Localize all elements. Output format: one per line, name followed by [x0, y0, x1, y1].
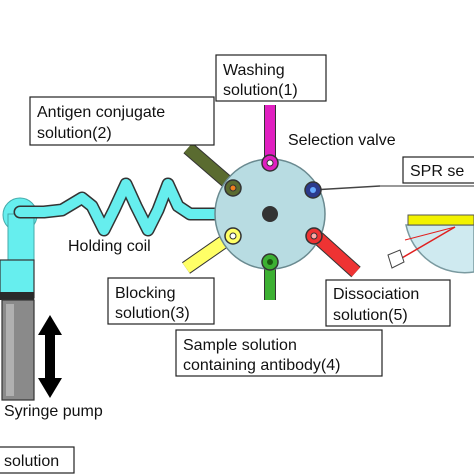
svg-text:solution(2): solution(2): [37, 125, 112, 142]
label-washing: Washing solution(1): [215, 54, 327, 102]
label-sample: Sample solution containing antibody(4): [175, 329, 383, 377]
svg-text:solution(5): solution(5): [333, 307, 408, 324]
svg-text:Sample solution: Sample solution: [183, 337, 297, 354]
spr-light-ray: [394, 226, 456, 263]
spr-detector: [380, 185, 474, 274]
svg-text:solution(1): solution(1): [223, 82, 298, 99]
label-antigen: Antigen conjugate solution(2): [29, 96, 215, 146]
svg-text:solution(3): solution(3): [115, 305, 190, 322]
svg-text:containing antibody(4): containing antibody(4): [183, 357, 340, 374]
syringe-pump: [0, 197, 38, 401]
holding-coil: [13, 177, 277, 237]
spr-sensor-chip: [407, 214, 474, 226]
valve-center: [262, 206, 278, 222]
selection-valve: [214, 154, 326, 271]
svg-text:SPR se: SPR se: [410, 163, 464, 180]
label-selection-valve: Selection valve: [288, 132, 396, 149]
pump-direction-arrow: [38, 315, 62, 398]
label-spr: SPR se: [402, 156, 474, 184]
label-syringe-pump: Syringe pump: [4, 403, 103, 420]
spr-light-source: [387, 249, 405, 269]
svg-text:solution: solution: [4, 453, 59, 470]
label-blocking: Blocking solution(3): [107, 277, 215, 325]
svg-text:Washing: Washing: [223, 62, 285, 79]
spr-tube: [311, 185, 381, 191]
svg-text:Blocking: Blocking: [115, 285, 175, 302]
svg-text:Dissociation: Dissociation: [333, 286, 419, 303]
svg-text:Antigen conjugate: Antigen conjugate: [37, 104, 165, 121]
label-bottom-solution: solution: [0, 446, 75, 474]
port-tubes: [182, 105, 361, 300]
label-holding-coil: Holding coil: [68, 238, 151, 255]
label-dissociation: Dissociation solution(5): [325, 279, 451, 327]
